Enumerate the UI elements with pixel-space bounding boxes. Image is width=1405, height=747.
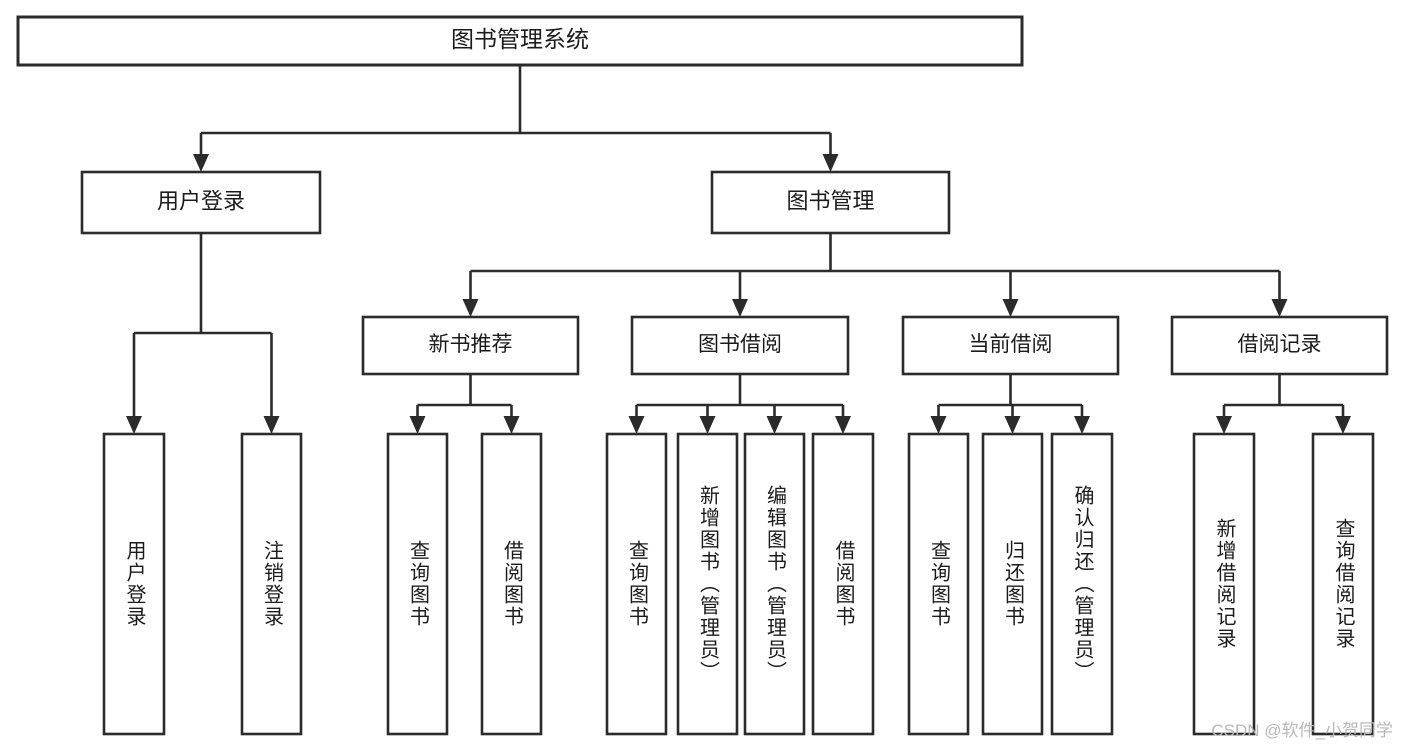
node-leaf-userlogin-0[interactable] [102, 432, 166, 736]
userlogin-leaf-1-arrowhead [263, 416, 280, 434]
node-level2-3-rect [1170, 315, 1389, 376]
node-leaf-borrow-2[interactable] [743, 432, 806, 736]
node-leaf-record-1[interactable] [1311, 432, 1375, 736]
node-leaf-record-0[interactable] [1192, 432, 1256, 736]
node-level1-0-rect [80, 170, 322, 235]
node-leaf-newbook-0[interactable] [386, 432, 449, 736]
node-level2-2[interactable]: 当前借阅 [901, 315, 1120, 376]
newbook-leaf-0-arrowhead [409, 416, 426, 434]
node-leaf-record-0-rect [1192, 432, 1256, 736]
bookmgmt-to-level2-0-arrowhead [462, 299, 479, 317]
record-leaf-1-arrowhead [1335, 416, 1351, 434]
node-level2-2-label: 当前借阅 [969, 333, 1053, 356]
bookmgmt-to-level2-3-arrowhead [1271, 299, 1288, 317]
node-leaf-borrow-3[interactable] [811, 432, 875, 736]
node-leaf-newbook-1[interactable] [480, 432, 543, 736]
node-leaf-borrow-0-rect [605, 432, 668, 736]
root-to-level1-1-arrowhead [822, 154, 839, 172]
borrow-leaf-2-arrowhead [766, 416, 783, 434]
node-level2-0-rect [361, 315, 580, 376]
node-level1-0[interactable]: 用户登录 [80, 170, 322, 235]
current-leaf-2-arrowhead [1074, 416, 1090, 434]
node-leaf-borrow-1-rect [676, 432, 739, 736]
node-leaf-current-0-rect [907, 432, 970, 736]
node-level1-1[interactable]: 图书管理 [710, 170, 951, 235]
node-root-label: 图书管理系统 [451, 26, 589, 52]
node-level2-2-rect [901, 315, 1120, 376]
current-leaf-0-arrowhead [930, 416, 947, 434]
node-level1-1-label: 图书管理 [786, 188, 874, 213]
bookmgmt-to-level2-2-arrowhead [1002, 299, 1019, 317]
node-leaf-userlogin-0-rect [102, 432, 166, 736]
node-leaf-userlogin-1-rect [240, 432, 303, 736]
node-level2-1-label: 图书借阅 [698, 333, 782, 356]
current-leaf-1-arrowhead [1004, 416, 1021, 434]
node-level2-1[interactable]: 图书借阅 [630, 315, 850, 376]
node-root-rect [16, 15, 1024, 67]
node-leaf-newbook-0-rect [386, 432, 449, 736]
node-leaf-current-0[interactable] [907, 432, 970, 736]
node-level2-3[interactable]: 借阅记录 [1170, 315, 1389, 376]
node-leaf-borrow-1[interactable] [676, 432, 739, 736]
node-level2-3-label: 借阅记录 [1238, 333, 1322, 356]
node-root[interactable]: 图书管理系统 [16, 15, 1024, 67]
node-leaf-borrow-0[interactable] [605, 432, 668, 736]
root-to-level1-0-arrowhead [193, 154, 209, 172]
node-leaf-current-1[interactable] [981, 432, 1044, 736]
borrow-leaf-0-arrowhead [628, 416, 645, 434]
node-leaf-current-1-rect [981, 432, 1044, 736]
node-leaf-record-1-rect [1311, 432, 1375, 736]
node-leaf-newbook-1-rect [480, 432, 543, 736]
userlogin-leaf-0-arrowhead [126, 416, 142, 434]
node-leaf-current-2-rect [1050, 432, 1114, 736]
node-leaf-userlogin-1[interactable] [240, 432, 303, 736]
record-leaf-0-arrowhead [1216, 416, 1232, 434]
node-level2-0-label: 新书推荐 [429, 333, 513, 356]
node-level2-0[interactable]: 新书推荐 [361, 315, 580, 376]
node-level1-1-rect [710, 170, 951, 235]
node-level1-0-label: 用户登录 [157, 188, 245, 213]
node-leaf-current-2[interactable] [1050, 432, 1114, 736]
connector-layer [126, 65, 1351, 434]
bookmgmt-to-level2-1-arrowhead [732, 299, 748, 317]
newbook-leaf-1-arrowhead [503, 416, 520, 434]
node-level2-1-rect [630, 315, 850, 376]
borrow-leaf-3-arrowhead [835, 416, 851, 434]
node-leaf-borrow-3-rect [811, 432, 875, 736]
node-leaf-borrow-2-rect [743, 432, 806, 736]
borrow-leaf-1-arrowhead [699, 416, 716, 434]
